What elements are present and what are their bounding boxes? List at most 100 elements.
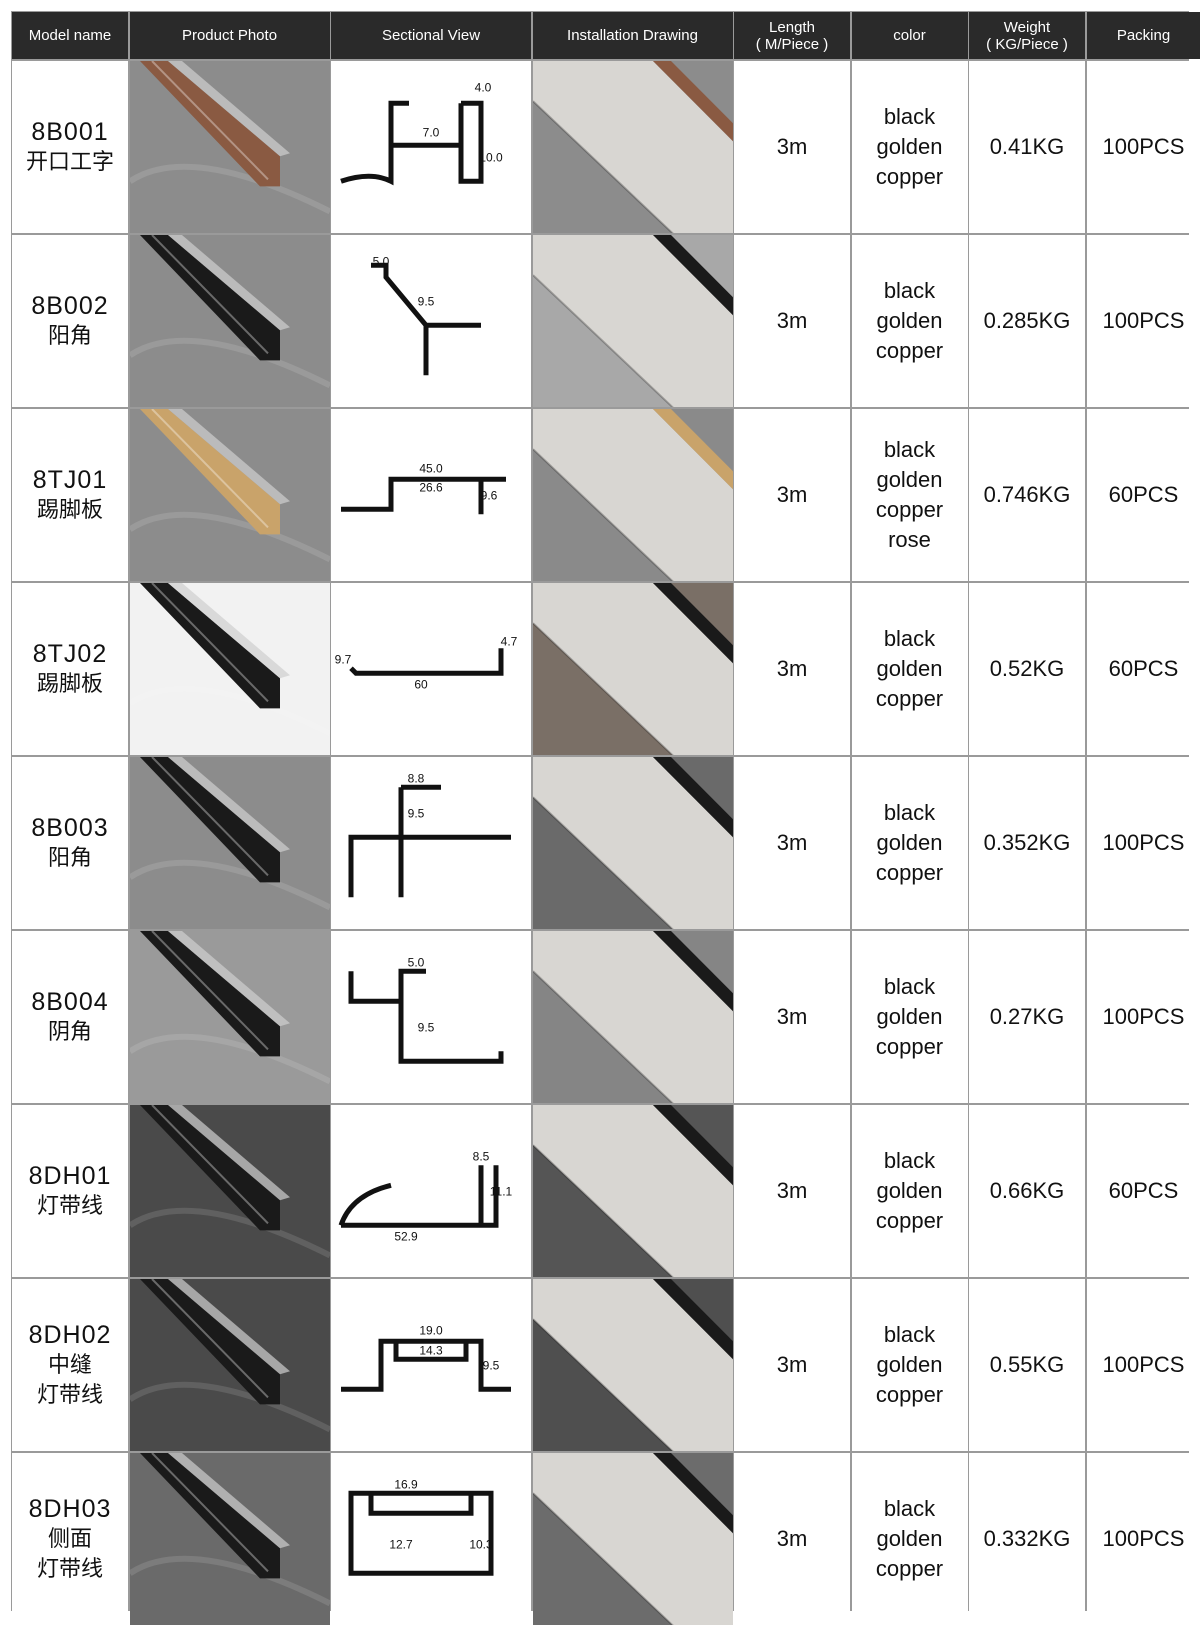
- dimension-label: 10.3: [469, 1537, 493, 1551]
- length-cell: 3m: [734, 235, 850, 408]
- packing-cell: 100PCS: [1087, 757, 1200, 930]
- length-cell: 3m: [734, 1279, 850, 1452]
- length-cell: 3m: [734, 409, 850, 582]
- product-photo: [130, 931, 330, 1104]
- color-option: golden: [876, 828, 942, 858]
- section-drawing: 5.0 9.5: [331, 931, 531, 1104]
- packing-value: 100PCS: [1103, 134, 1185, 160]
- weight-value: 0.41KG: [990, 134, 1065, 160]
- length-value: 3m: [777, 830, 808, 856]
- color-option: copper: [876, 1206, 943, 1236]
- packing-value: 100PCS: [1103, 1526, 1185, 1552]
- header-product-photo: Product Photo: [130, 12, 330, 59]
- length-value: 3m: [777, 134, 808, 160]
- color-option: copper: [876, 684, 943, 714]
- length-value: 3m: [777, 1526, 808, 1552]
- color-option: black: [884, 1146, 935, 1176]
- weight-value: 0.66KG: [990, 1178, 1065, 1204]
- product-photo: [130, 1105, 330, 1278]
- installation-drawing: [533, 409, 733, 582]
- dimension-label: 10.0: [479, 150, 503, 164]
- color-option: copper: [876, 336, 943, 366]
- product-photo: [130, 1279, 330, 1452]
- product-photo: [130, 757, 330, 930]
- dimension-label: 5.0: [408, 955, 425, 969]
- weight-value: 0.352KG: [984, 830, 1071, 856]
- installation-drawing: [533, 583, 733, 756]
- color-option: golden: [876, 1176, 942, 1206]
- color-option: golden: [876, 465, 942, 495]
- packing-cell: 100PCS: [1087, 235, 1200, 408]
- length-value: 3m: [777, 482, 808, 508]
- model-code: 8TJ02: [33, 638, 107, 670]
- packing-cell: 60PCS: [1087, 409, 1200, 582]
- dimension-label: 8.8: [408, 771, 425, 785]
- dimension-label: 60: [414, 677, 428, 691]
- color-option: black: [884, 435, 935, 465]
- dimension-label: 4.0: [475, 80, 492, 94]
- weight-cell: 0.52KG: [969, 583, 1085, 756]
- section-drawing: 19.014.39.5: [331, 1279, 531, 1452]
- model-code: 8TJ01: [33, 464, 107, 496]
- section-drawing: 5.09.5: [331, 235, 531, 408]
- color-option: black: [884, 276, 935, 306]
- packing-cell: 100PCS: [1087, 1453, 1200, 1625]
- model-chinese-name: 侧面: [48, 1525, 92, 1555]
- product-photo: [130, 1453, 330, 1625]
- dimension-label: 9.5: [483, 1358, 500, 1372]
- length-cell: 3m: [734, 757, 850, 930]
- weight-value: 0.55KG: [990, 1352, 1065, 1378]
- length-cell: 3m: [734, 61, 850, 234]
- color-option: copper: [876, 162, 943, 192]
- header-sectional-view: Sectional View: [331, 12, 531, 59]
- packing-value: 100PCS: [1103, 830, 1185, 856]
- weight-value: 0.27KG: [990, 1004, 1065, 1030]
- packing-value: 100PCS: [1103, 308, 1185, 334]
- sectional-view: 5.0 9.5: [331, 931, 531, 1104]
- color-option: golden: [876, 1002, 942, 1032]
- installation-drawing: [533, 61, 733, 234]
- dimension-label: 19.0: [419, 1323, 443, 1337]
- weight-value: 0.332KG: [984, 1526, 1071, 1552]
- model-chinese-name: 踢脚板: [37, 670, 103, 700]
- header-color: color: [852, 12, 968, 59]
- length-value: 3m: [777, 1352, 808, 1378]
- header-length: Length ( M/Piece ): [734, 12, 850, 59]
- color-option: copper: [876, 1380, 943, 1410]
- model-code: 8B004: [31, 986, 108, 1018]
- dimension-label: 5.0: [373, 254, 390, 268]
- model-chinese-name: 开口工字: [26, 148, 114, 178]
- product-photo: [130, 409, 330, 582]
- model-chinese-name: 阳角: [48, 844, 92, 874]
- header-installation-drawing: Installation Drawing: [533, 12, 733, 59]
- weight-cell: 0.41KG: [969, 61, 1085, 234]
- weight-value: 0.746KG: [984, 482, 1071, 508]
- dimension-label: 9.5: [418, 1020, 435, 1034]
- color-option: golden: [876, 1524, 942, 1554]
- dimension-label: 45.0: [419, 461, 443, 475]
- header-weight: Weight ( KG/Piece ): [969, 12, 1085, 59]
- model-code: 8DH02: [29, 1319, 112, 1351]
- weight-value: 0.285KG: [984, 308, 1071, 334]
- length-value: 3m: [777, 1178, 808, 1204]
- color-option: black: [884, 102, 935, 132]
- color-option: black: [884, 972, 935, 1002]
- model-chinese-name: 灯带线: [37, 1192, 103, 1222]
- model-chinese-name: 踢脚板: [37, 496, 103, 526]
- length-value: 3m: [777, 308, 808, 334]
- color-option: golden: [876, 654, 942, 684]
- dimension-label: 8.5: [473, 1149, 490, 1163]
- dimension-label: 16.9: [394, 1477, 418, 1491]
- model-code: 8DH03: [29, 1493, 112, 1525]
- model-chinese-name: 灯带线: [37, 1381, 103, 1411]
